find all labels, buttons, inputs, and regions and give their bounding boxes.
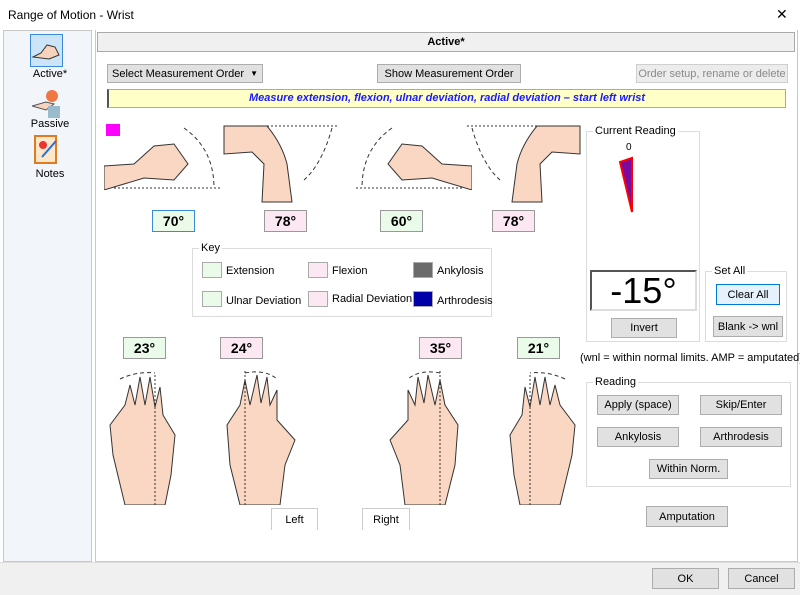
- ok-button[interactable]: OK: [652, 568, 719, 589]
- ulnar-deviation-swatch: [202, 291, 222, 307]
- order-setup-button[interactable]: Order setup, rename or delete: [636, 64, 788, 83]
- sidebar: Active* Passive Notes: [3, 30, 92, 562]
- right-flexion-value[interactable]: 78°: [492, 210, 535, 232]
- current-reading-group: Current Reading 0 -15° Invert: [586, 125, 700, 342]
- tab-left[interactable]: Left: [271, 508, 318, 530]
- key-extension: Extension: [226, 265, 275, 277]
- right-ulnar-hand-illustration: [509, 372, 576, 505]
- sidebar-item-notes[interactable]: Notes: [35, 168, 65, 180]
- blank-to-wnl-button[interactable]: Blank -> wnl: [713, 316, 783, 337]
- left-ulnar-value[interactable]: 23°: [123, 337, 166, 359]
- current-reading-value: -15°: [590, 270, 697, 311]
- mode-icon[interactable]: [106, 124, 120, 136]
- angle-wedge-indicator: [618, 156, 633, 213]
- left-flexion-hand-illustration: [223, 125, 337, 203]
- zero-label: 0: [626, 142, 632, 153]
- reading-title: Reading: [593, 376, 638, 388]
- arthrodesis-button[interactable]: Arthrodesis: [700, 427, 782, 447]
- right-radial-hand-illustration: [389, 371, 459, 505]
- sidebar-item-passive[interactable]: Passive: [30, 118, 70, 130]
- key-arthrodesis: Arthrodesis: [437, 295, 493, 307]
- amputation-button[interactable]: Amputation: [646, 506, 728, 527]
- window-title: Range of Motion - Wrist: [8, 8, 134, 22]
- key-ulnar-deviation: Ulnar Deviation: [226, 295, 302, 307]
- right-flexion-hand-illustration: [467, 125, 581, 203]
- title-bar: Range of Motion - Wrist ✕: [0, 0, 800, 30]
- right-ulnar-value[interactable]: 21°: [517, 337, 560, 359]
- left-extension-value[interactable]: 70°: [152, 210, 195, 232]
- sidebar-item-active[interactable]: Active*: [32, 68, 68, 80]
- flexion-swatch: [308, 262, 328, 278]
- within-norm-button[interactable]: Within Norm.: [649, 459, 728, 479]
- passive-icon[interactable]: [30, 86, 62, 118]
- arthrodesis-swatch: [413, 291, 433, 307]
- key-group: Key Extension Flexion Ankylosis Ulnar De…: [192, 242, 493, 317]
- left-radial-value[interactable]: 24°: [220, 337, 263, 359]
- instruction-banner: Measure extension, flexion, ulnar deviat…: [107, 89, 786, 108]
- set-all-group: Set All Clear All Blank -> wnl: [705, 265, 787, 342]
- key-flexion: Flexion: [332, 265, 368, 277]
- reading-group: Reading Apply (space) Skip/Enter Ankylos…: [586, 376, 791, 487]
- key-title: Key: [199, 242, 222, 254]
- active-icon[interactable]: [30, 34, 63, 67]
- notes-icon[interactable]: [34, 135, 58, 165]
- right-extension-value[interactable]: 60°: [380, 210, 423, 232]
- select-order-label: Select Measurement Order: [112, 67, 245, 80]
- ankylosis-button[interactable]: Ankylosis: [597, 427, 679, 447]
- extension-swatch: [202, 262, 222, 278]
- current-reading-title: Current Reading: [593, 125, 678, 137]
- left-ulnar-hand-illustration: [109, 372, 176, 505]
- tab-right[interactable]: Right: [362, 508, 410, 530]
- right-extension-hand-illustration: [354, 127, 472, 190]
- apply-button[interactable]: Apply (space): [597, 395, 679, 415]
- cancel-button[interactable]: Cancel: [728, 568, 795, 589]
- right-radial-value[interactable]: 35°: [419, 337, 462, 359]
- key-ankylosis: Ankylosis: [437, 265, 484, 277]
- main-panel: [95, 30, 798, 562]
- key-radial-deviation: Radial Deviation: [332, 293, 413, 305]
- chevron-down-icon: ▼: [250, 69, 258, 78]
- left-extension-hand-illustration: [104, 127, 222, 190]
- wnl-note: (wnl = within normal limits. AMP = amput…: [580, 352, 800, 364]
- left-flexion-value[interactable]: 78°: [264, 210, 307, 232]
- close-icon[interactable]: ✕: [776, 6, 788, 22]
- left-radial-hand-illustration: [226, 371, 296, 505]
- active-header: Active*: [97, 32, 795, 52]
- show-measurement-order-button[interactable]: Show Measurement Order: [377, 64, 521, 83]
- radial-deviation-swatch: [308, 291, 328, 307]
- skip-enter-button[interactable]: Skip/Enter: [700, 395, 782, 415]
- ankylosis-swatch: [413, 262, 433, 278]
- set-all-title: Set All: [712, 265, 748, 277]
- clear-all-button[interactable]: Clear All: [716, 284, 780, 305]
- invert-button[interactable]: Invert: [611, 318, 677, 338]
- select-measurement-order-dropdown[interactable]: Select Measurement Order ▼: [107, 64, 263, 83]
